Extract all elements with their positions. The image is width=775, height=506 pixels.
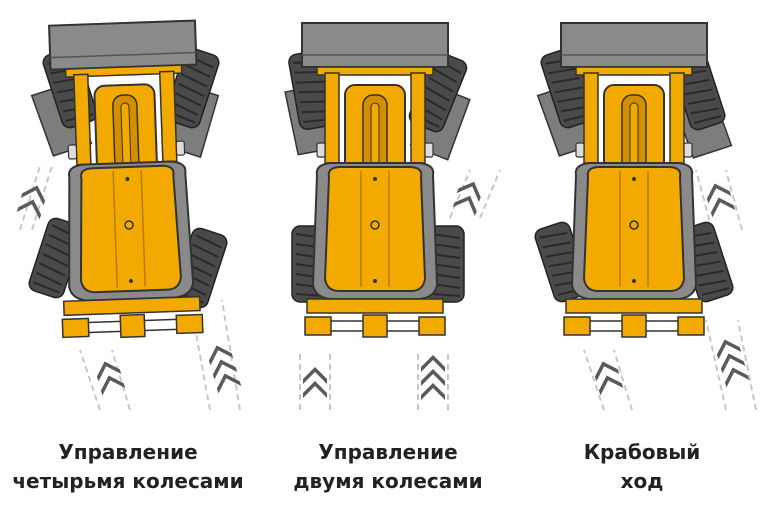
panel-two-wheel-steering <box>284 22 501 410</box>
caption-line: Управление <box>58 440 198 464</box>
caption-two-wheel-steering: Управление двумя колесами <box>258 438 518 496</box>
panel-four-wheel-steering <box>16 19 242 411</box>
caption-four-wheel-steering: Управление четырьмя колесами <box>0 438 258 496</box>
caption-line: Крабовый <box>583 440 701 464</box>
caption-line: Управление <box>318 440 458 464</box>
wheel-track-rear-right <box>417 350 449 410</box>
loader-top-view-icon <box>301 22 449 338</box>
wheel-track-front-left <box>16 165 53 231</box>
caption-crab-steering: Крабовый ход <box>512 438 772 496</box>
wheel-track-rear-left <box>299 350 331 410</box>
wheel-track-front-right <box>449 169 501 219</box>
wheel-track-rear-left <box>79 349 131 411</box>
panel-crab-steering <box>532 22 757 411</box>
caption-line: ход <box>620 469 664 493</box>
loader-top-view-icon <box>560 22 708 338</box>
wheel-track-rear-right <box>705 319 757 411</box>
wheel-track-rear-left <box>583 349 633 411</box>
caption-line: четырьмя колесами <box>12 469 244 493</box>
wheel-track-front-right <box>695 169 743 231</box>
caption-line: двумя колесами <box>293 469 483 493</box>
